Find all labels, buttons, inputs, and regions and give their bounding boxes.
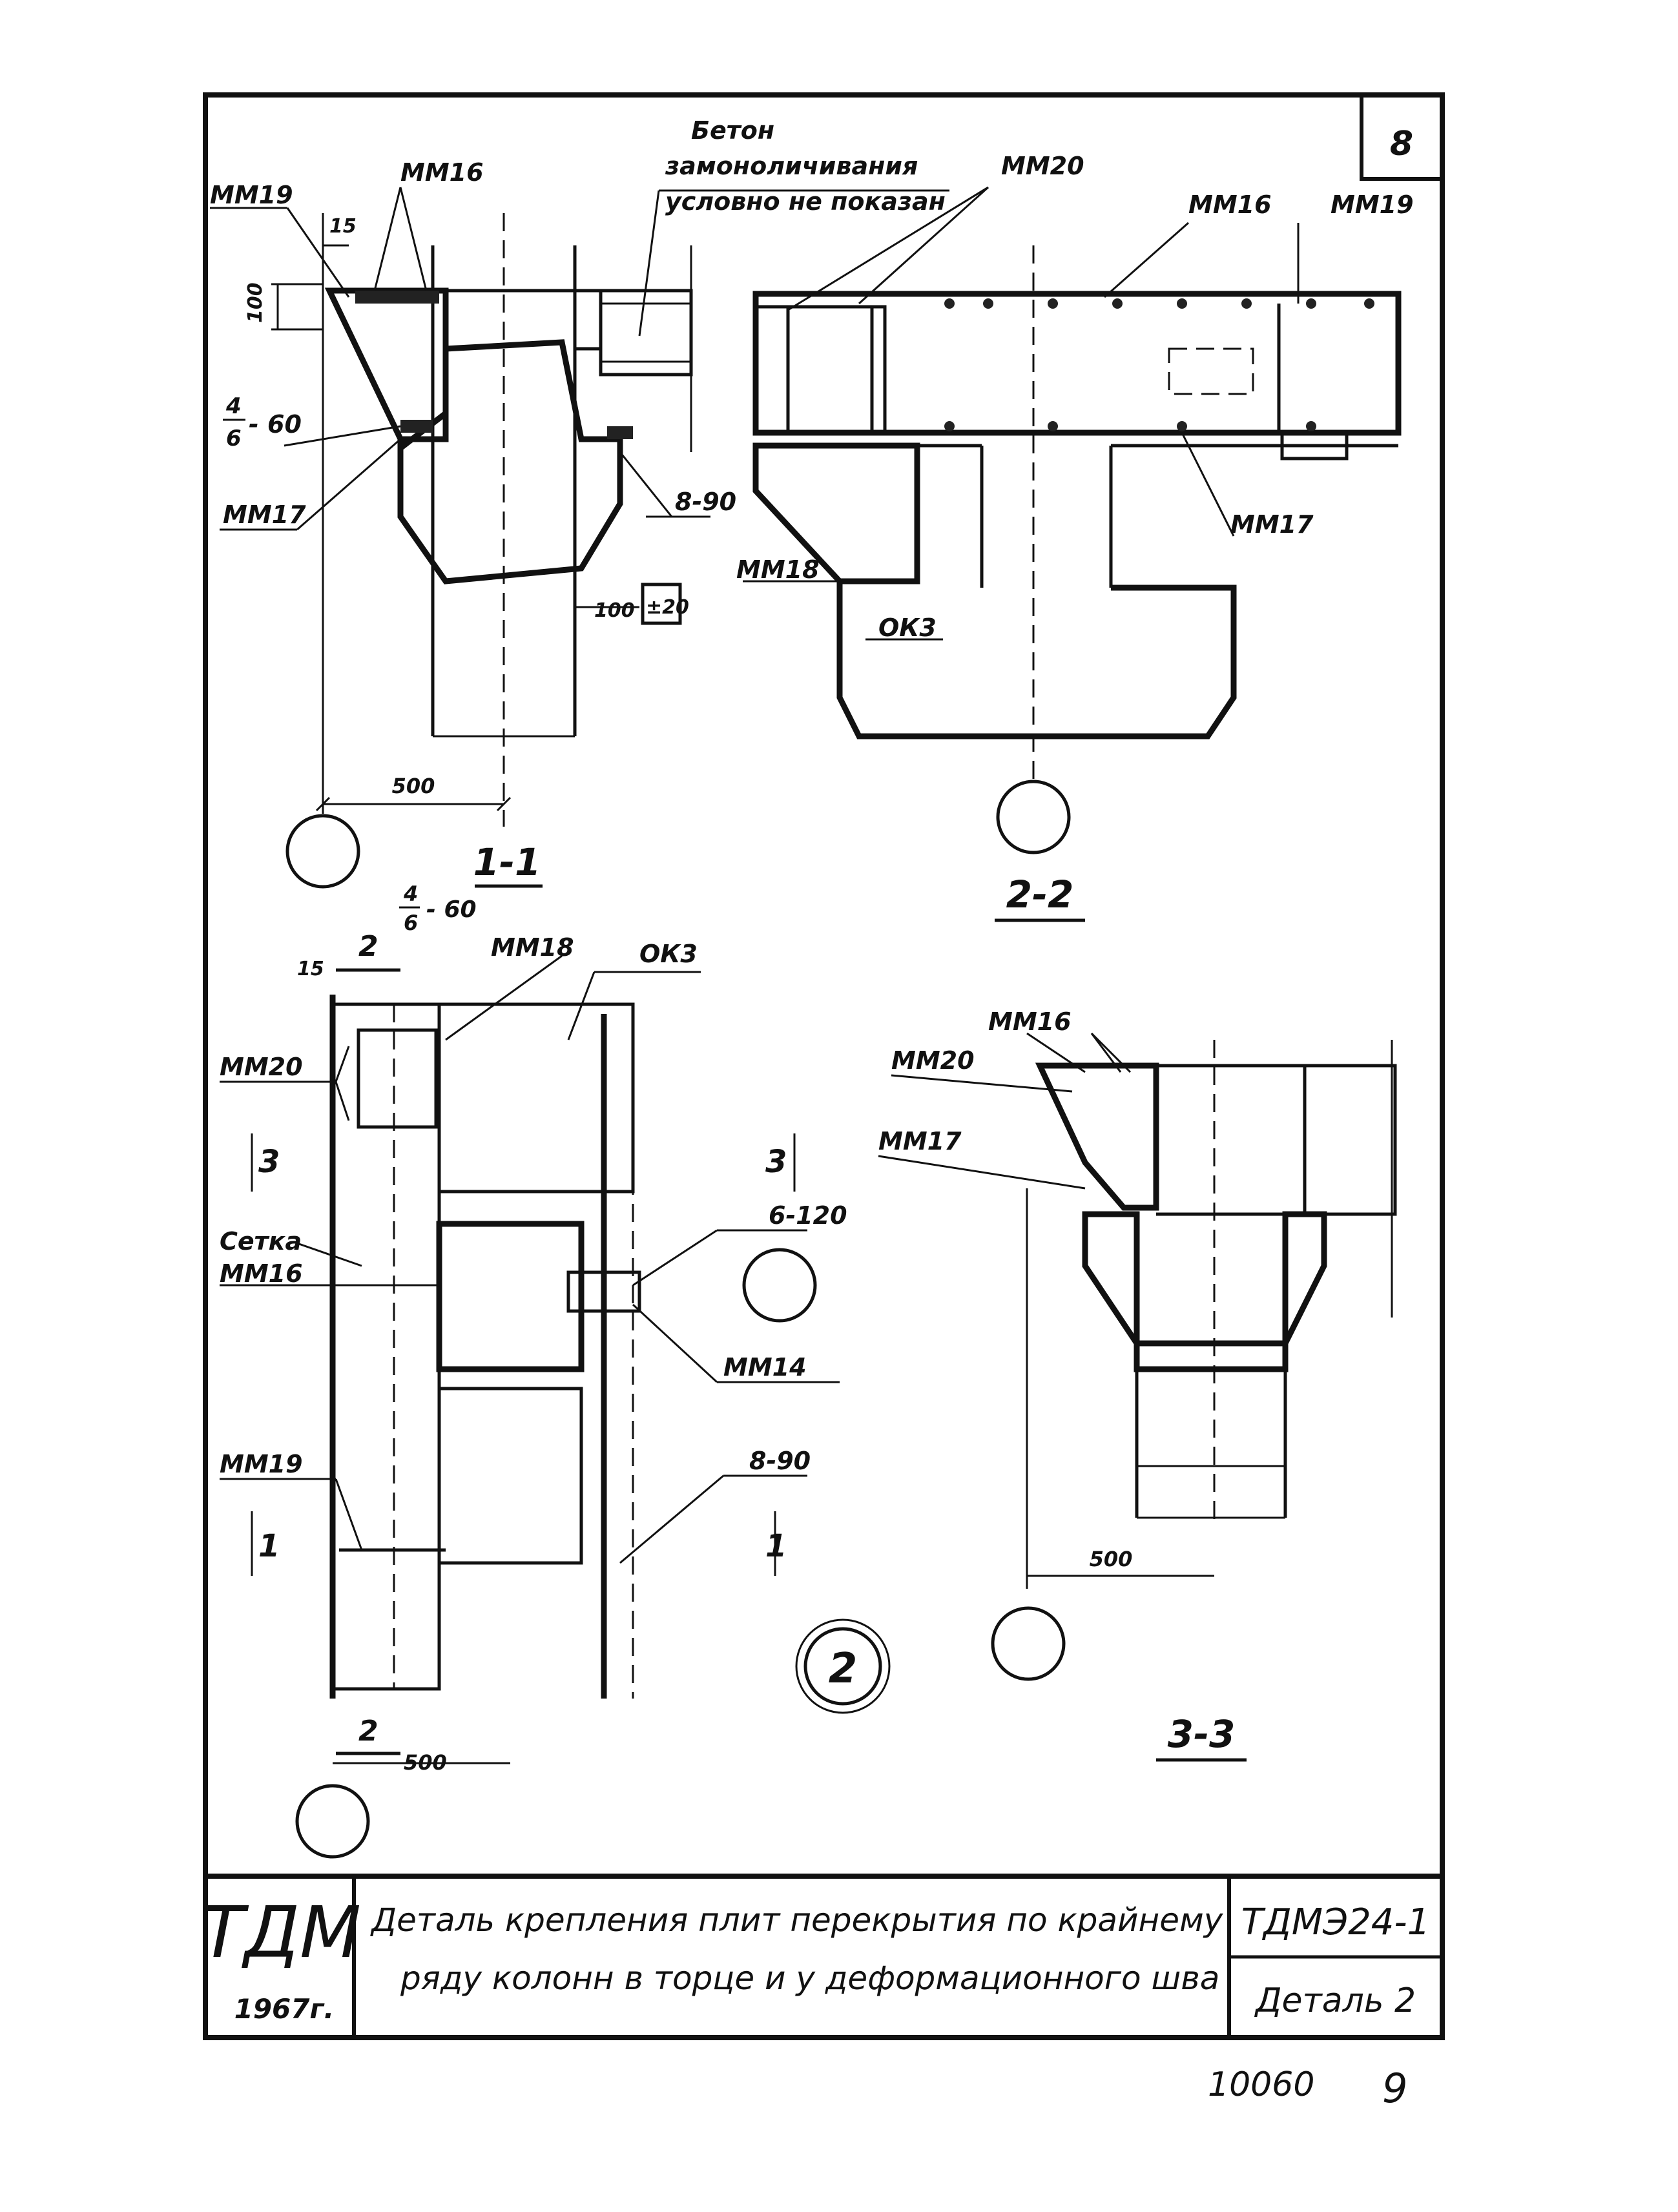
label-mm16-d: ММ16 — [988, 1008, 1072, 1036]
label-ok3-a: ОК3 — [878, 614, 937, 642]
cut-mark-1-right: 1 — [765, 1528, 787, 1564]
label-mm20-b: ММ20 — [220, 1053, 303, 1081]
label-mm14: ММ14 — [723, 1353, 807, 1381]
section-title-2-2: 2-2 — [1006, 873, 1074, 916]
label-weld-60-a: - 60 — [249, 410, 302, 439]
label-mm16-a: ММ16 — [400, 158, 484, 187]
sheet-number-box: 8 — [1360, 93, 1444, 181]
label-dim-100-a: 100 — [244, 282, 267, 323]
sheet-number: 8 — [1390, 125, 1413, 163]
section-title-1-1: 1-1 — [473, 840, 541, 884]
label-dim-500-b: 500 — [404, 1750, 447, 1775]
label-mm19-c: ММ19 — [220, 1450, 303, 1478]
cut-mark-2-bottom: 2 — [358, 1715, 378, 1748]
org-stamp: ТДМ — [201, 1891, 361, 1974]
section-2-2-drawing — [743, 186, 1402, 854]
label-dim-15-a: 15 — [329, 215, 357, 238]
label-mm17-a: ММ17 — [223, 501, 306, 529]
drawing-code: ТДМЭ24-1 — [1241, 1901, 1430, 1943]
label-mm17-b: ММ17 — [1230, 510, 1314, 539]
cut-mark-2-top: 2 — [358, 930, 378, 963]
label-weld-6-120: 6-120 — [769, 1201, 847, 1230]
label-mm17-c: ММ17 — [878, 1127, 962, 1155]
section-3-3-drawing — [878, 1032, 1397, 1681]
title-line2: ряду колонн в торце и у деформационного … — [400, 1959, 1219, 1997]
label-mm20-a: ММ20 — [1001, 152, 1084, 180]
detail-number-mark: 2 — [829, 1645, 858, 1693]
label-mm19-a: ММ19 — [210, 181, 293, 209]
label-weld-den-a: 6 — [226, 426, 242, 451]
label-weld-8-90-a: 8-90 — [675, 488, 736, 516]
label-weld-num-b: 4 — [403, 882, 418, 906]
concrete-note-line2: замоноличивания — [665, 152, 918, 180]
org-year: 1967г. — [234, 1993, 335, 2025]
label-dim-100-b: 100 — [594, 599, 635, 622]
label-mm18-b: ММ18 — [491, 933, 574, 962]
cut-mark-1-left: 1 — [258, 1528, 280, 1564]
label-dim-500-a: 500 — [392, 774, 435, 798]
cut-mark-3-left: 3 — [258, 1144, 280, 1180]
concrete-note-line3: условно не показан — [665, 187, 946, 216]
title-line1: Деталь крепления плит перекрытия по край… — [370, 1901, 1224, 1939]
section-1-1-drawing — [210, 187, 949, 889]
section-title-3-3: 3-3 — [1168, 1712, 1236, 1756]
label-weld-60-b: - 60 — [426, 896, 477, 923]
plan-view-drawing — [220, 955, 891, 1859]
label-dim-15-b: 15 — [297, 958, 324, 980]
label-mm19-b: ММ19 — [1331, 191, 1414, 219]
doc-number: 10060 — [1208, 2065, 1314, 2104]
label-mm18-a: ММ18 — [736, 555, 820, 584]
label-mm20-c: ММ20 — [891, 1046, 975, 1075]
label-dim-500-c: 500 — [1090, 1547, 1133, 1571]
sheet-frame — [203, 92, 1445, 2040]
cut-mark-3-right: 3 — [765, 1144, 787, 1180]
label-setka: Сетка — [220, 1227, 302, 1256]
label-ok3-b: ОК3 — [639, 940, 698, 968]
rebar-dots — [944, 298, 1374, 431]
label-weld-8-90-b: 8-90 — [749, 1447, 811, 1475]
label-weld-num-a: 4 — [225, 393, 242, 419]
page-number: 9 — [1382, 2065, 1407, 2112]
concrete-note-line1: Бетон — [691, 116, 774, 145]
title-block: ТДМ 1967г. Деталь крепления плит перекры… — [201, 1874, 1442, 2038]
label-mm16-c: ММ16 — [220, 1259, 303, 1288]
label-dim-pm20: ±20 — [646, 596, 689, 619]
label-mm16-b: ММ16 — [1188, 191, 1272, 219]
label-weld-den-b: 6 — [404, 911, 418, 935]
detail-label: Деталь 2 — [1254, 1981, 1416, 2020]
